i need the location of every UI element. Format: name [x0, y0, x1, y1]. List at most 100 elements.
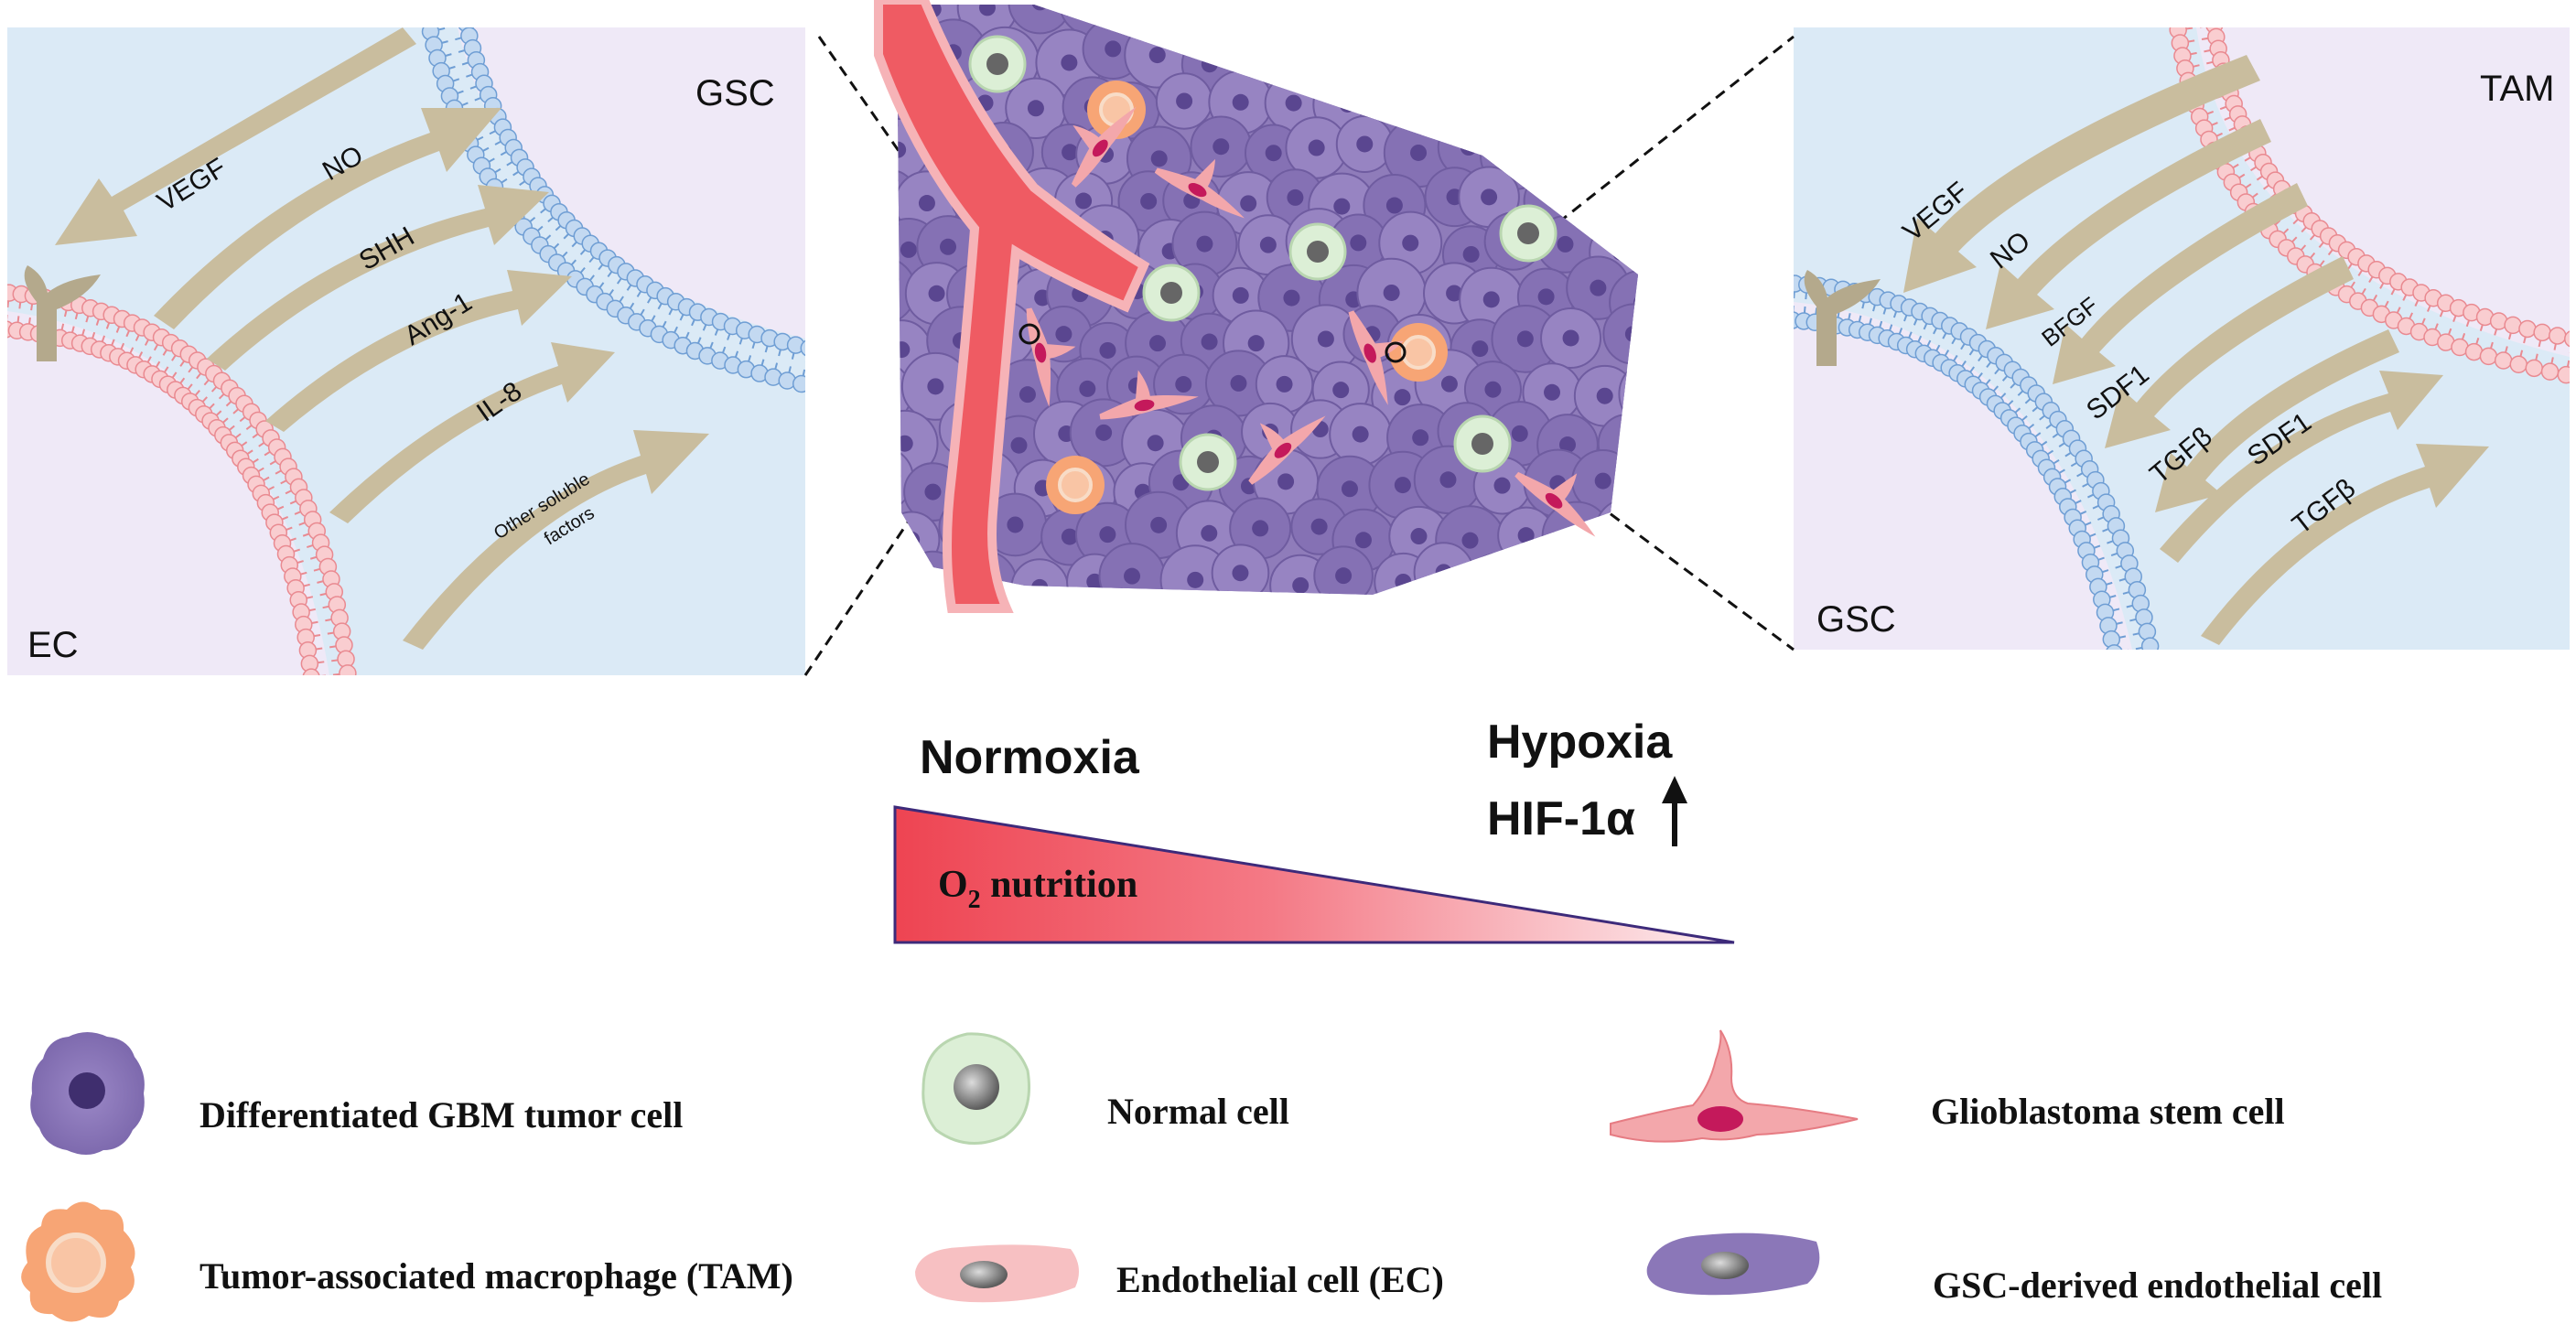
tumor-nucleus [1462, 245, 1480, 263]
tumor-nucleus [1258, 47, 1276, 64]
tumor-nucleus [1335, 567, 1353, 585]
tumor-cell [1569, 69, 1638, 137]
tumor-nucleus [1676, 151, 1692, 167]
stem-cell [1348, 310, 1404, 405]
tumor-cell [1010, 558, 1069, 595]
legend-tam-icon [21, 1201, 135, 1322]
lipid-head [302, 668, 320, 675]
normal-nucleus [1160, 282, 1182, 304]
tumor-nucleus [1484, 381, 1502, 398]
tumor-nucleus [874, 384, 889, 402]
tumor-nucleus [1124, 567, 1141, 585]
tumor-cell [1464, 553, 1531, 595]
tumor-nucleus [1559, 436, 1577, 454]
tumor-nucleus [1259, 236, 1277, 253]
tumor-nucleus [1061, 528, 1078, 545]
left-arrows [55, 27, 709, 650]
tumor-nucleus [1083, 5, 1100, 12]
tumor-nucleus [1644, 95, 1660, 112]
tumor-nucleus [1619, 435, 1636, 452]
tumor-cell [1649, 318, 1715, 383]
tumor-nucleus [1435, 564, 1452, 581]
gsc-membrane [421, 27, 805, 393]
tumor-nucleus [1490, 103, 1507, 121]
tumor-nucleus [1031, 578, 1049, 595]
legend-endothelial-icon [915, 1244, 1079, 1303]
tumor-nucleus [1611, 243, 1629, 261]
tumor-nucleus [1332, 382, 1350, 399]
right-panel: TAM GSC VEGF NO BFGF SDF1 TGFβ SDF1 TGFβ [1794, 27, 2570, 650]
tumor-nucleus [900, 241, 917, 258]
tumor-cell [1510, 5, 1574, 37]
arrow-no-icon [154, 108, 501, 329]
normal-nucleus [986, 53, 1008, 75]
up-arrow-icon [1662, 776, 1687, 846]
tumor-nucleus [1277, 473, 1295, 490]
tumor-nucleus [875, 578, 892, 595]
tumor-nucleus [1482, 291, 1500, 308]
legend-normal-cell-icon [922, 1032, 1031, 1146]
tumor-nucleus [1196, 235, 1213, 253]
right-tam-label: TAM [2480, 69, 2554, 109]
stem-cell [1248, 415, 1326, 485]
tumor-cell [1653, 129, 1713, 189]
tumor-nucleus [1384, 5, 1401, 16]
r-arrow-tgfb-icon [2155, 329, 2399, 512]
lipid-tail [2200, 27, 2204, 28]
tumor-nucleus [874, 282, 891, 299]
tumor-nucleus [1140, 192, 1158, 210]
tumor-nucleus [1292, 576, 1310, 594]
tumor-nucleus [1410, 144, 1428, 161]
tumor-nucleus [1401, 42, 1418, 59]
tumor-nucleus [1352, 53, 1369, 70]
tumor-cell [1008, 5, 1072, 35]
lipid-head [2518, 319, 2537, 339]
tumor-nucleus [927, 378, 944, 395]
legend-tumor-cell-icon [30, 1032, 145, 1155]
hif-label: HIF-1α [1487, 792, 1635, 845]
stem-cell [1099, 370, 1199, 420]
tumor-nucleus [1075, 192, 1093, 210]
tumor-nucleus [1471, 340, 1489, 358]
tumor-nucleus [1386, 103, 1404, 121]
tumor-nucleus [1547, 578, 1565, 595]
lipid-head [2140, 637, 2160, 650]
tumor-nucleus [1643, 579, 1659, 596]
hypoxia-label: Hypoxia [1487, 716, 1673, 769]
tumor-nucleus [1394, 477, 1411, 494]
tumor-nucleus [1150, 516, 1168, 533]
tumor-cell [1466, 5, 1535, 42]
lipid-head [2106, 644, 2123, 650]
tumor-nucleus [1201, 524, 1218, 542]
tumor-nucleus [1596, 387, 1613, 404]
tumor-nucleus [1446, 285, 1463, 302]
lipid-head [2557, 365, 2570, 384]
tumor-cell [1543, 117, 1605, 179]
tumor-nucleus [1383, 284, 1400, 301]
tumor-nucleus [1624, 326, 1638, 343]
tumor-nucleus [1352, 425, 1369, 443]
lipid-tail [2569, 351, 2570, 353]
tumor-nucleus [1493, 477, 1511, 494]
tumor-tissue [874, 0, 1719, 613]
arrow-other-icon [403, 430, 709, 650]
tumor-cell [874, 446, 914, 511]
tumor-nucleus [1213, 138, 1230, 156]
tumor-nucleus [1533, 5, 1550, 14]
left-panel: GSC EC VEGF NO SHH Ang-1 IL-8 Other solu… [7, 27, 805, 675]
lipid-head [339, 664, 357, 675]
r-arrow-sdf1-icon [2105, 256, 2354, 448]
tumor-cell [1412, 73, 1482, 142]
tumor-nucleus [1232, 565, 1249, 582]
tumor-nucleus [978, 5, 996, 16]
tumor-nucleus [1638, 191, 1654, 208]
legend: Differentiated GBM tumor cell Normal cel… [21, 1029, 2382, 1322]
tumor-nucleus [1595, 94, 1612, 112]
tumor-cell [1315, 5, 1375, 37]
tumor-nucleus [1674, 342, 1690, 359]
tumor-cell [1325, 27, 1396, 97]
tumor-nucleus [924, 572, 942, 589]
tumor-nucleus [1240, 195, 1257, 212]
tumor-cell [1652, 397, 1719, 464]
